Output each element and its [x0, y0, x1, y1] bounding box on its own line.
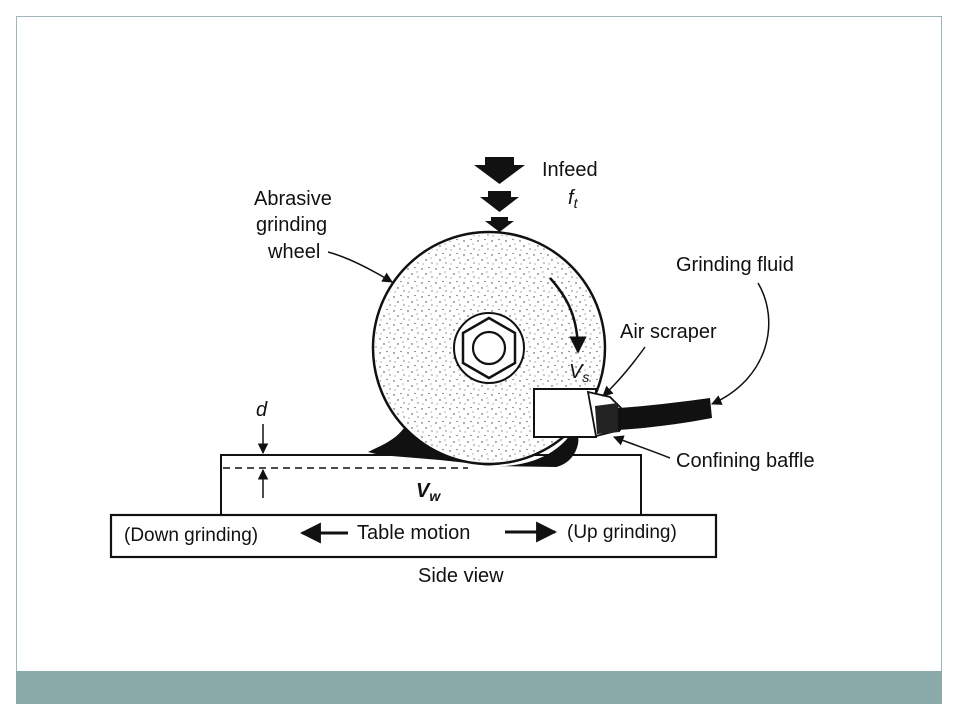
slide-footer-bar [16, 671, 942, 704]
vw-label: Vw [416, 480, 441, 504]
ft-label: ft [568, 187, 579, 211]
wheel-label-line-3: wheel [267, 241, 320, 263]
vs-label: Vs [569, 361, 589, 385]
grinding-fluid-label: Grinding fluid [676, 254, 794, 276]
rotation-arrow [549, 277, 587, 354]
fluid-nozzle [533, 388, 712, 438]
table [109, 513, 718, 559]
workpiece [220, 454, 642, 516]
up-grinding-label: (Up grinding) [567, 522, 677, 543]
table-motion-label: Table motion [357, 522, 470, 544]
infeed-label: Infeed [542, 159, 598, 181]
confining-baffle-label: Confining baffle [676, 450, 815, 472]
ft-main: f [568, 187, 576, 209]
vw-main: V [416, 480, 431, 502]
air-scraper-label: Air scraper [620, 321, 717, 343]
down-grinding-label: (Down grinding) [124, 525, 258, 546]
wheel-leader [327, 251, 393, 283]
vs-main: V [569, 361, 584, 383]
side-view-caption: Side view [418, 565, 504, 587]
infeed-arrows [474, 157, 525, 232]
vs-sub: s [582, 369, 589, 385]
ft-sub: t [574, 195, 579, 211]
vw-sub: w [429, 488, 441, 504]
air-scraper-leader [602, 346, 646, 397]
baffle-leader [613, 435, 671, 459]
d-label: d [256, 399, 268, 421]
fluid-leader [711, 282, 770, 405]
wheel-label-line-2: grinding [256, 214, 327, 236]
wheel-label-line-1: Abrasive [254, 188, 332, 210]
